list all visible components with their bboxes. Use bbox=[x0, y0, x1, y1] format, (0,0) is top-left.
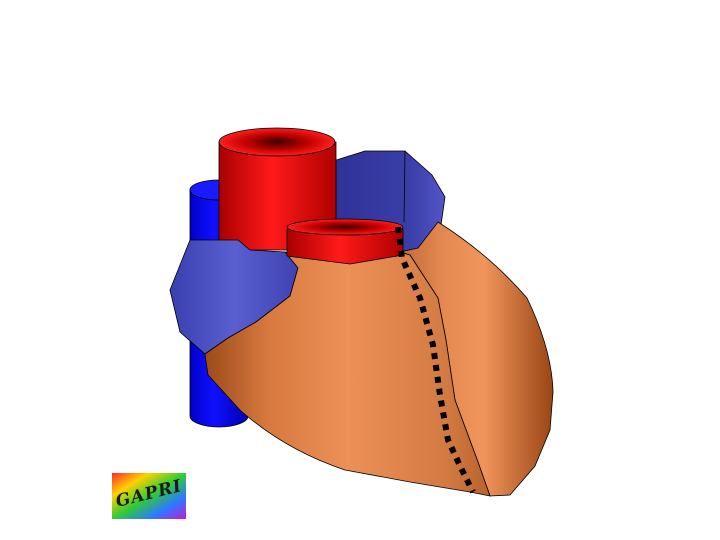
logo-rainbow-background bbox=[112, 473, 186, 519]
left-ventricle bbox=[398, 221, 554, 497]
pulmonary-artery bbox=[286, 218, 404, 265]
left-atrium-edge bbox=[403, 150, 406, 223]
right-ventricle bbox=[204, 251, 491, 497]
interventricular-groove bbox=[395, 226, 476, 494]
gapri-logo: GAPRI bbox=[112, 473, 186, 519]
